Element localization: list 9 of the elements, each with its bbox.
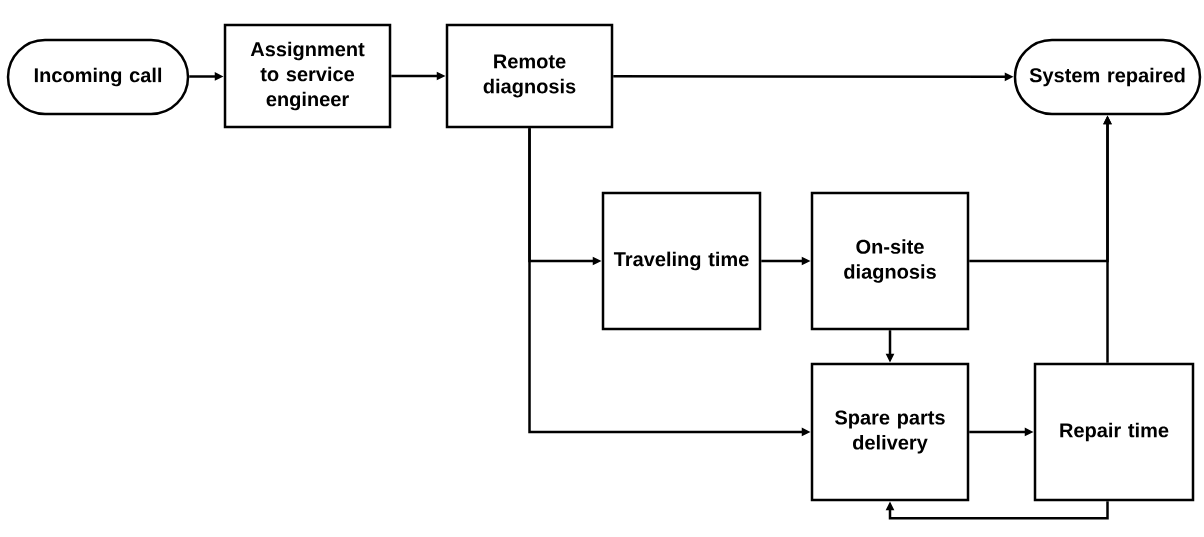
terminal-pill: System repaired bbox=[1013, 38, 1202, 116]
process-box: Assignment to service engineer bbox=[223, 23, 392, 129]
process-box: Repair time bbox=[1033, 362, 1195, 502]
process-box: On-site diagnosis bbox=[810, 191, 970, 331]
arrow bbox=[885, 501, 1109, 520]
process-box: Spare parts delivery bbox=[810, 362, 970, 502]
terminal-pill: Incoming call bbox=[6, 38, 190, 116]
process-box: Remote diagnosis bbox=[445, 23, 614, 129]
process-box: Traveling time bbox=[601, 191, 762, 331]
